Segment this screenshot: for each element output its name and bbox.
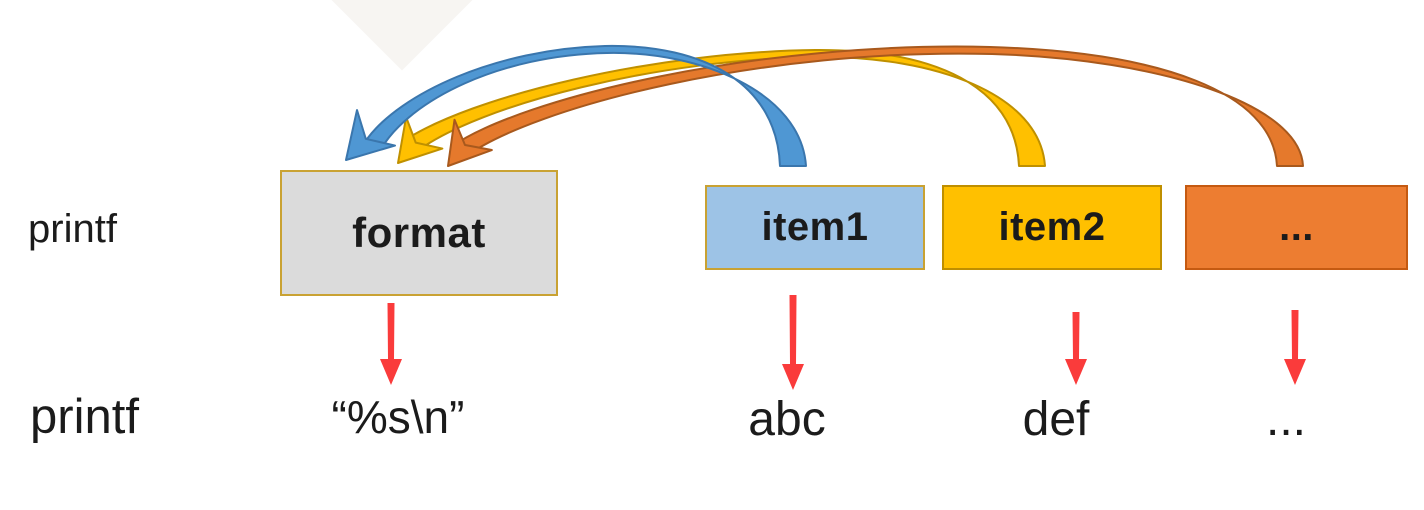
value-arrow-format xyxy=(380,303,402,385)
item2-parameter-box: item2 xyxy=(942,185,1162,270)
item2-argument-value: def xyxy=(1022,393,1090,446)
value-arrow-dots xyxy=(1284,310,1306,385)
item1-parameter-box: item1 xyxy=(705,185,925,270)
value-arrow-item2 xyxy=(1065,312,1087,385)
mapping-arrow-item1-to-format xyxy=(345,44,807,167)
item1-argument-value: abc xyxy=(748,393,826,446)
variadic-dots-parameter-label: ... xyxy=(1279,205,1314,249)
variadic-dots-argument-value: ... xyxy=(1265,393,1306,446)
function-name-call-row: printf xyxy=(28,207,117,251)
curved-arrow-head-orange xyxy=(447,118,493,167)
item2-parameter-label: item2 xyxy=(998,205,1106,249)
format-parameter-box: format xyxy=(280,170,558,296)
curved-arrow-head-blue xyxy=(345,109,397,161)
variadic-dots-parameter-box: ... xyxy=(1185,185,1408,270)
curved-arrow-ribbon-orange xyxy=(450,45,1304,167)
item1-parameter-label: item1 xyxy=(761,205,869,249)
format-parameter-label: format xyxy=(352,209,486,256)
value-arrow-item1 xyxy=(782,295,804,390)
format-argument-value: “%s\n” xyxy=(331,391,465,443)
mapping-arrow-dots-to-format xyxy=(447,45,1304,167)
function-name-value-row: printf xyxy=(30,390,139,444)
curved-arrow-head-yellow xyxy=(397,116,444,164)
